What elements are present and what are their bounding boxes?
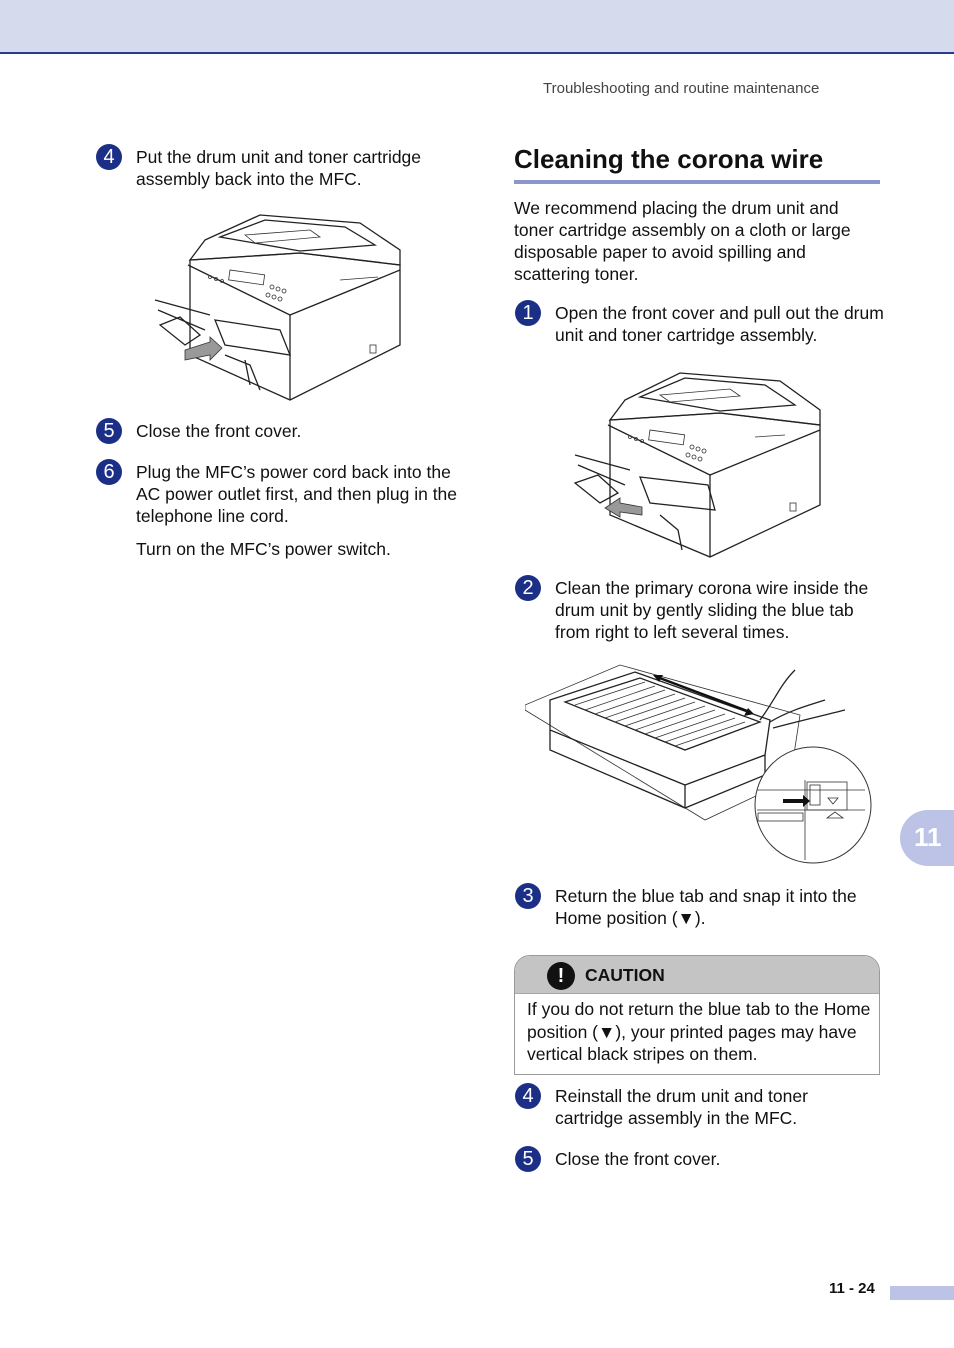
step-number: 4	[515, 1083, 541, 1109]
exclamation-icon: !	[547, 962, 575, 990]
page-number: 11 - 24	[829, 1280, 875, 1297]
step-text: Plug the MFC’s power cord back into the …	[136, 462, 458, 526]
running-head: Troubleshooting and routine maintenance	[543, 80, 820, 97]
section-intro: We recommend placing the drum unit and t…	[514, 198, 851, 284]
step-number: 5	[515, 1146, 541, 1172]
step-text: Clean the primary corona wire inside the…	[555, 578, 869, 642]
step-text: Return the blue tab and snap it into the…	[555, 886, 857, 928]
caution-text: If you do not return the blue tab to the…	[527, 999, 871, 1064]
step-text: Put the drum unit and toner cartridge as…	[136, 147, 422, 189]
step-number: 5	[96, 418, 122, 444]
caution-header: ! CAUTION	[515, 956, 879, 994]
step-text: Open the front cover and pull out the dr…	[555, 303, 884, 345]
mfc-reinstall-illustration	[154, 214, 401, 401]
chapter-tab[interactable]: 11	[900, 810, 954, 866]
step-text: Close the front cover.	[555, 1149, 721, 1169]
drum-unit-cleaning-illustration	[525, 664, 872, 864]
step-number: 3	[515, 883, 541, 909]
step-number: 2	[515, 575, 541, 601]
caution-box: ! CAUTION If you do not return the blue …	[514, 955, 880, 1075]
step-text: Close the front cover.	[136, 421, 302, 441]
section-rule	[514, 180, 880, 184]
power-switch-note: Turn on the MFC’s power switch.	[136, 539, 391, 559]
step-text: Reinstall the drum unit and toner cartri…	[555, 1086, 808, 1128]
chapter-number: 11	[914, 822, 942, 852]
header-band	[0, 0, 954, 54]
step-number: 1	[515, 300, 541, 326]
section-title: Cleaning the corona wire	[514, 144, 824, 174]
footer-bar	[890, 1286, 954, 1300]
mfc-remove-illustration	[573, 372, 821, 558]
step-number: 6	[96, 459, 122, 485]
step-number: 4	[96, 144, 122, 170]
caution-label: CAUTION	[585, 965, 665, 985]
